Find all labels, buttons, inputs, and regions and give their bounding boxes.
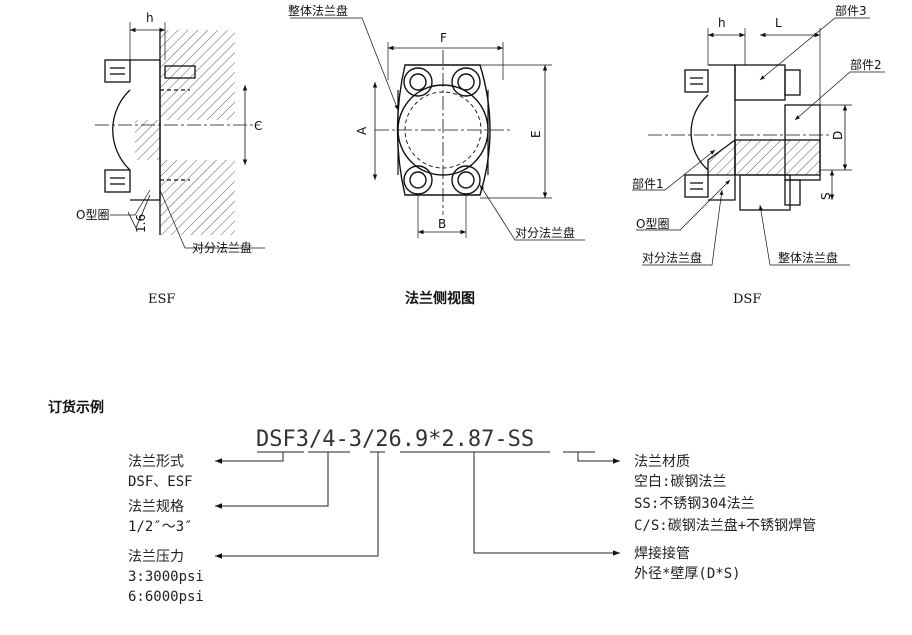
- flange-type-value: DSF、ESF: [128, 474, 193, 490]
- dsf-oring-label: O型圈: [636, 217, 669, 231]
- flange-pressure-value-2: 6:6000psi: [128, 589, 204, 605]
- side-dim-a: A: [355, 126, 369, 135]
- dsf-part3-label: 部件3: [835, 3, 867, 18]
- dsf-part2-label: 部件2: [850, 57, 882, 72]
- esf-roughness: 1.6: [134, 214, 148, 233]
- side-dim-e: E: [529, 130, 543, 138]
- dsf-dim-h: h: [718, 16, 726, 30]
- order-code: DSF3/4-3/26.9*2.87-SS: [256, 427, 534, 452]
- dsf-dim-s: S: [819, 192, 833, 200]
- esf-dim-h: h: [146, 11, 154, 25]
- material-value-1: 空白:碳钢法兰: [634, 474, 726, 490]
- side-view-drawing: [290, 17, 585, 241]
- flange-spec-title: 法兰规格: [128, 499, 184, 515]
- side-half-flange-label: 对分法兰盘: [515, 225, 575, 240]
- esf-caption: ESF: [148, 292, 175, 307]
- material-value-2: SS:不锈钢304法兰: [634, 496, 755, 512]
- esf-dim-c: C: [254, 119, 262, 133]
- flange-spec-value: 1/2″～3″: [128, 519, 193, 535]
- dsf-dim-l: L: [775, 16, 782, 30]
- flange-pressure-value-1: 3:3000psi: [128, 569, 204, 585]
- esf-drawing: [95, 22, 265, 249]
- side-dim-b: B: [438, 217, 446, 231]
- side-dim-f: F: [440, 31, 447, 45]
- dsf-dim-d: D: [831, 131, 845, 140]
- flange-type-title: 法兰形式: [128, 454, 184, 470]
- side-view-caption: 法兰侧视图: [405, 290, 475, 307]
- order-heading: 订货示例: [48, 399, 104, 416]
- esf-oring-label: O型圈: [76, 208, 109, 222]
- order-leaders: [215, 451, 620, 559]
- flange-pressure-title: 法兰压力: [128, 549, 184, 565]
- dsf-half-flange-label: 对分法兰盘: [642, 250, 702, 265]
- esf-half-flange-label: 对分法兰盘: [192, 240, 252, 255]
- weld-tube-title: 焊接接管: [634, 545, 690, 562]
- dsf-whole-flange-label: 整体法兰盘: [778, 250, 838, 265]
- weld-tube-value: 外径*壁厚(D*S): [634, 566, 741, 582]
- side-whole-flange-label: 整体法兰盘: [288, 3, 348, 18]
- material-title: 法兰材质: [634, 454, 690, 470]
- material-value-3: C/S:碳钢法兰盘+不锈钢焊管: [634, 517, 816, 534]
- dsf-caption: DSF: [733, 292, 761, 307]
- dsf-drawing: [632, 17, 885, 266]
- dsf-part1-label: 部件1: [632, 176, 664, 191]
